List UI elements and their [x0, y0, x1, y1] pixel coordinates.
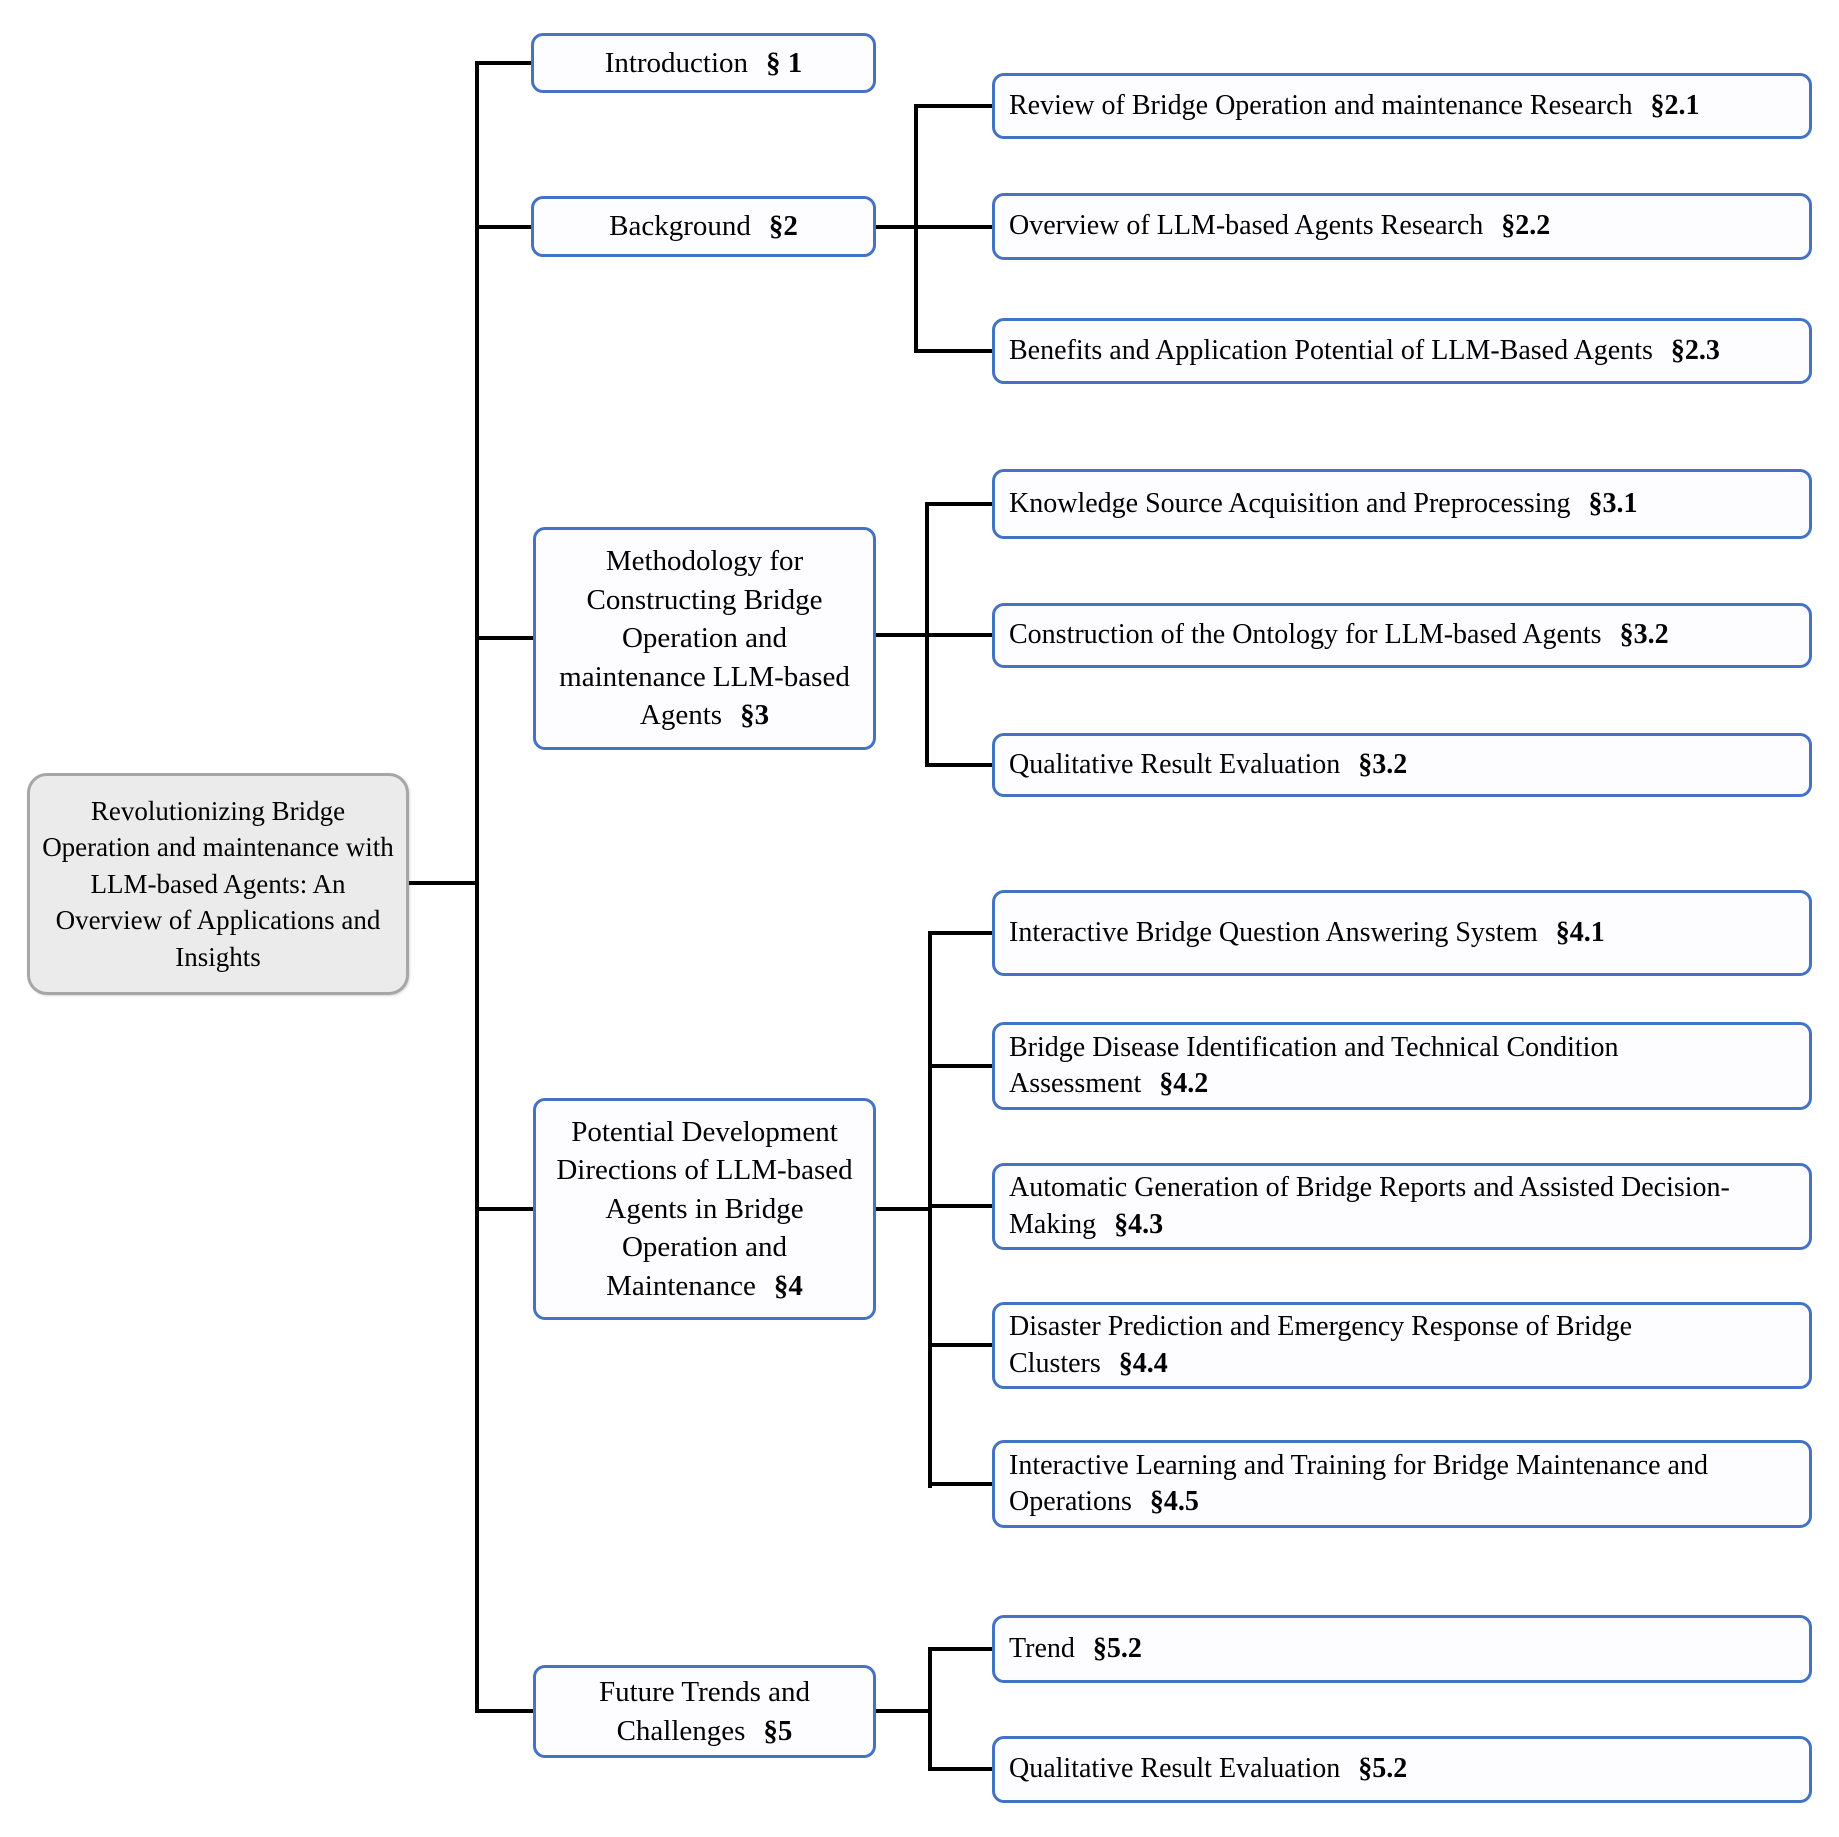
subsection-node-4-2: Bridge Disease Identification and Techni…: [992, 1022, 1812, 1110]
connector-trunk-vertical: [475, 61, 479, 1713]
connector-future-bracket: [928, 1647, 932, 1771]
subsection-tag: §4.5: [1149, 1486, 1199, 1517]
section-node-introduction: Introduction § 1: [531, 33, 876, 93]
section-tag: §5: [763, 1714, 793, 1747]
connector-to-3-3: [925, 763, 992, 767]
connector-potential-bracket: [928, 931, 932, 1488]
connector-to-3-1: [925, 502, 992, 506]
subsection-node-3-3: Qualitative Result Evaluation §3.2: [992, 733, 1812, 797]
connector-future-out: [876, 1709, 930, 1713]
connector-to-5-2: [928, 1767, 992, 1771]
subsection-title: Review of Bridge Operation and maintenan…: [1009, 89, 1633, 121]
root-node-paper-title: Revolutionizing Bridge Operation and mai…: [27, 773, 409, 995]
subsection-tag: §3.2: [1619, 619, 1669, 651]
connector-to-3-2: [925, 633, 992, 637]
root-node-title: Revolutionizing Bridge Operation and mai…: [42, 795, 394, 972]
section-title: Background: [609, 210, 751, 243]
subsection-title: Qualitative Result Evaluation: [1009, 748, 1341, 780]
subsection-tag: §3.1: [1588, 487, 1638, 519]
section-node-future-trends: Future Trends and Challenges§5: [533, 1665, 876, 1758]
connector-to-2-1: [914, 104, 992, 108]
connector-to-2-2: [914, 225, 992, 229]
subsection-tag: §5.2: [1092, 1632, 1142, 1664]
section-title: Introduction: [604, 46, 749, 79]
connector-to-4-3: [928, 1204, 992, 1208]
subsection-node-3-2: Construction of the Ontology for LLM-bas…: [992, 603, 1812, 668]
subsection-tag: §4.3: [1114, 1208, 1164, 1240]
section-title: Future Trends and Challenges: [598, 1675, 811, 1747]
subsection-title: Automatic Generation of Bridge Reports a…: [1009, 1172, 1730, 1240]
section-tag: §2: [768, 210, 798, 243]
subsection-tag: §3.2: [1358, 748, 1408, 780]
subsection-node-4-5: Interactive Learning and Training for Br…: [992, 1440, 1812, 1528]
connector-potential-out: [876, 1207, 930, 1211]
connector-to-2-3: [914, 349, 992, 353]
subsection-title: Construction of the Ontology for LLM-bas…: [1009, 619, 1602, 651]
subsection-node-2-2: Overview of LLM-based Agents Research §2.…: [992, 193, 1812, 260]
section-tag: §4: [773, 1269, 803, 1302]
section-title: Methodology for Constructing Bridge Oper…: [559, 545, 850, 732]
subsection-node-4-1: Interactive Bridge Question Answering Sy…: [992, 890, 1812, 976]
subsection-tag: §2.1: [1650, 89, 1700, 121]
subsection-title: Disaster Prediction and Emergency Respon…: [1009, 1311, 1633, 1379]
connector-trunk-to-introduction: [475, 61, 531, 65]
connector-to-4-5: [928, 1482, 992, 1486]
connector-trunk-to-future: [475, 1709, 533, 1713]
subsection-title: Knowledge Source Acquisition and Preproc…: [1009, 487, 1571, 519]
connector-trunk-to-potential: [475, 1207, 533, 1211]
subsection-node-4-4: Disaster Prediction and Emergency Respon…: [992, 1302, 1812, 1389]
subsection-node-3-1: Knowledge Source Acquisition and Preproc…: [992, 469, 1812, 539]
subsection-tag: §2.3: [1670, 334, 1720, 366]
section-tag: § 1: [766, 46, 803, 79]
subsection-title: Overview of LLM-based Agents Research: [1009, 210, 1484, 242]
section-node-background: Background §2: [531, 196, 876, 257]
connector-background-out: [876, 225, 916, 229]
subsection-title: Interactive Learning and Training for Br…: [1009, 1449, 1708, 1517]
section-title: Potential Development Directions of LLM-…: [556, 1115, 853, 1302]
connector-trunk-to-background: [475, 225, 531, 229]
connector-to-5-1: [928, 1647, 992, 1651]
subsection-title: Qualitative Result Evaluation: [1009, 1753, 1341, 1785]
subsection-node-2-1: Review of Bridge Operation and maintenan…: [992, 73, 1812, 139]
subsection-tag: §4.2: [1159, 1068, 1209, 1099]
connector-to-4-1: [928, 931, 992, 935]
section-tag: §3: [740, 699, 770, 732]
connector-root-to-trunk: [409, 881, 477, 885]
subsection-node-5-2: Qualitative Result Evaluation §5.2: [992, 1736, 1812, 1803]
subsection-title: Benefits and Application Potential of LL…: [1009, 334, 1653, 366]
subsection-title: Bridge Disease Identification and Techni…: [1009, 1031, 1619, 1099]
subsection-title: Interactive Bridge Question Answering Sy…: [1009, 916, 1538, 948]
subsection-tag: §2.2: [1501, 210, 1551, 242]
subsection-tag: §4.4: [1118, 1347, 1168, 1379]
subsection-title: Trend: [1009, 1632, 1075, 1664]
subsection-node-2-3: Benefits and Application Potential of LL…: [992, 318, 1812, 384]
subsection-tag: §5.2: [1358, 1753, 1408, 1785]
connector-trunk-to-methodology: [475, 636, 533, 640]
connector-to-4-4: [928, 1343, 992, 1347]
subsection-node-5-1: Trend §5.2: [992, 1615, 1812, 1683]
section-node-potential-development: Potential Development Directions of LLM-…: [533, 1098, 876, 1320]
section-node-methodology: Methodology for Constructing Bridge Oper…: [533, 527, 876, 750]
subsection-node-4-3: Automatic Generation of Bridge Reports a…: [992, 1163, 1812, 1250]
connector-to-4-2: [928, 1064, 992, 1068]
subsection-tag: §4.1: [1555, 916, 1605, 948]
connector-methodology-out: [876, 633, 927, 637]
